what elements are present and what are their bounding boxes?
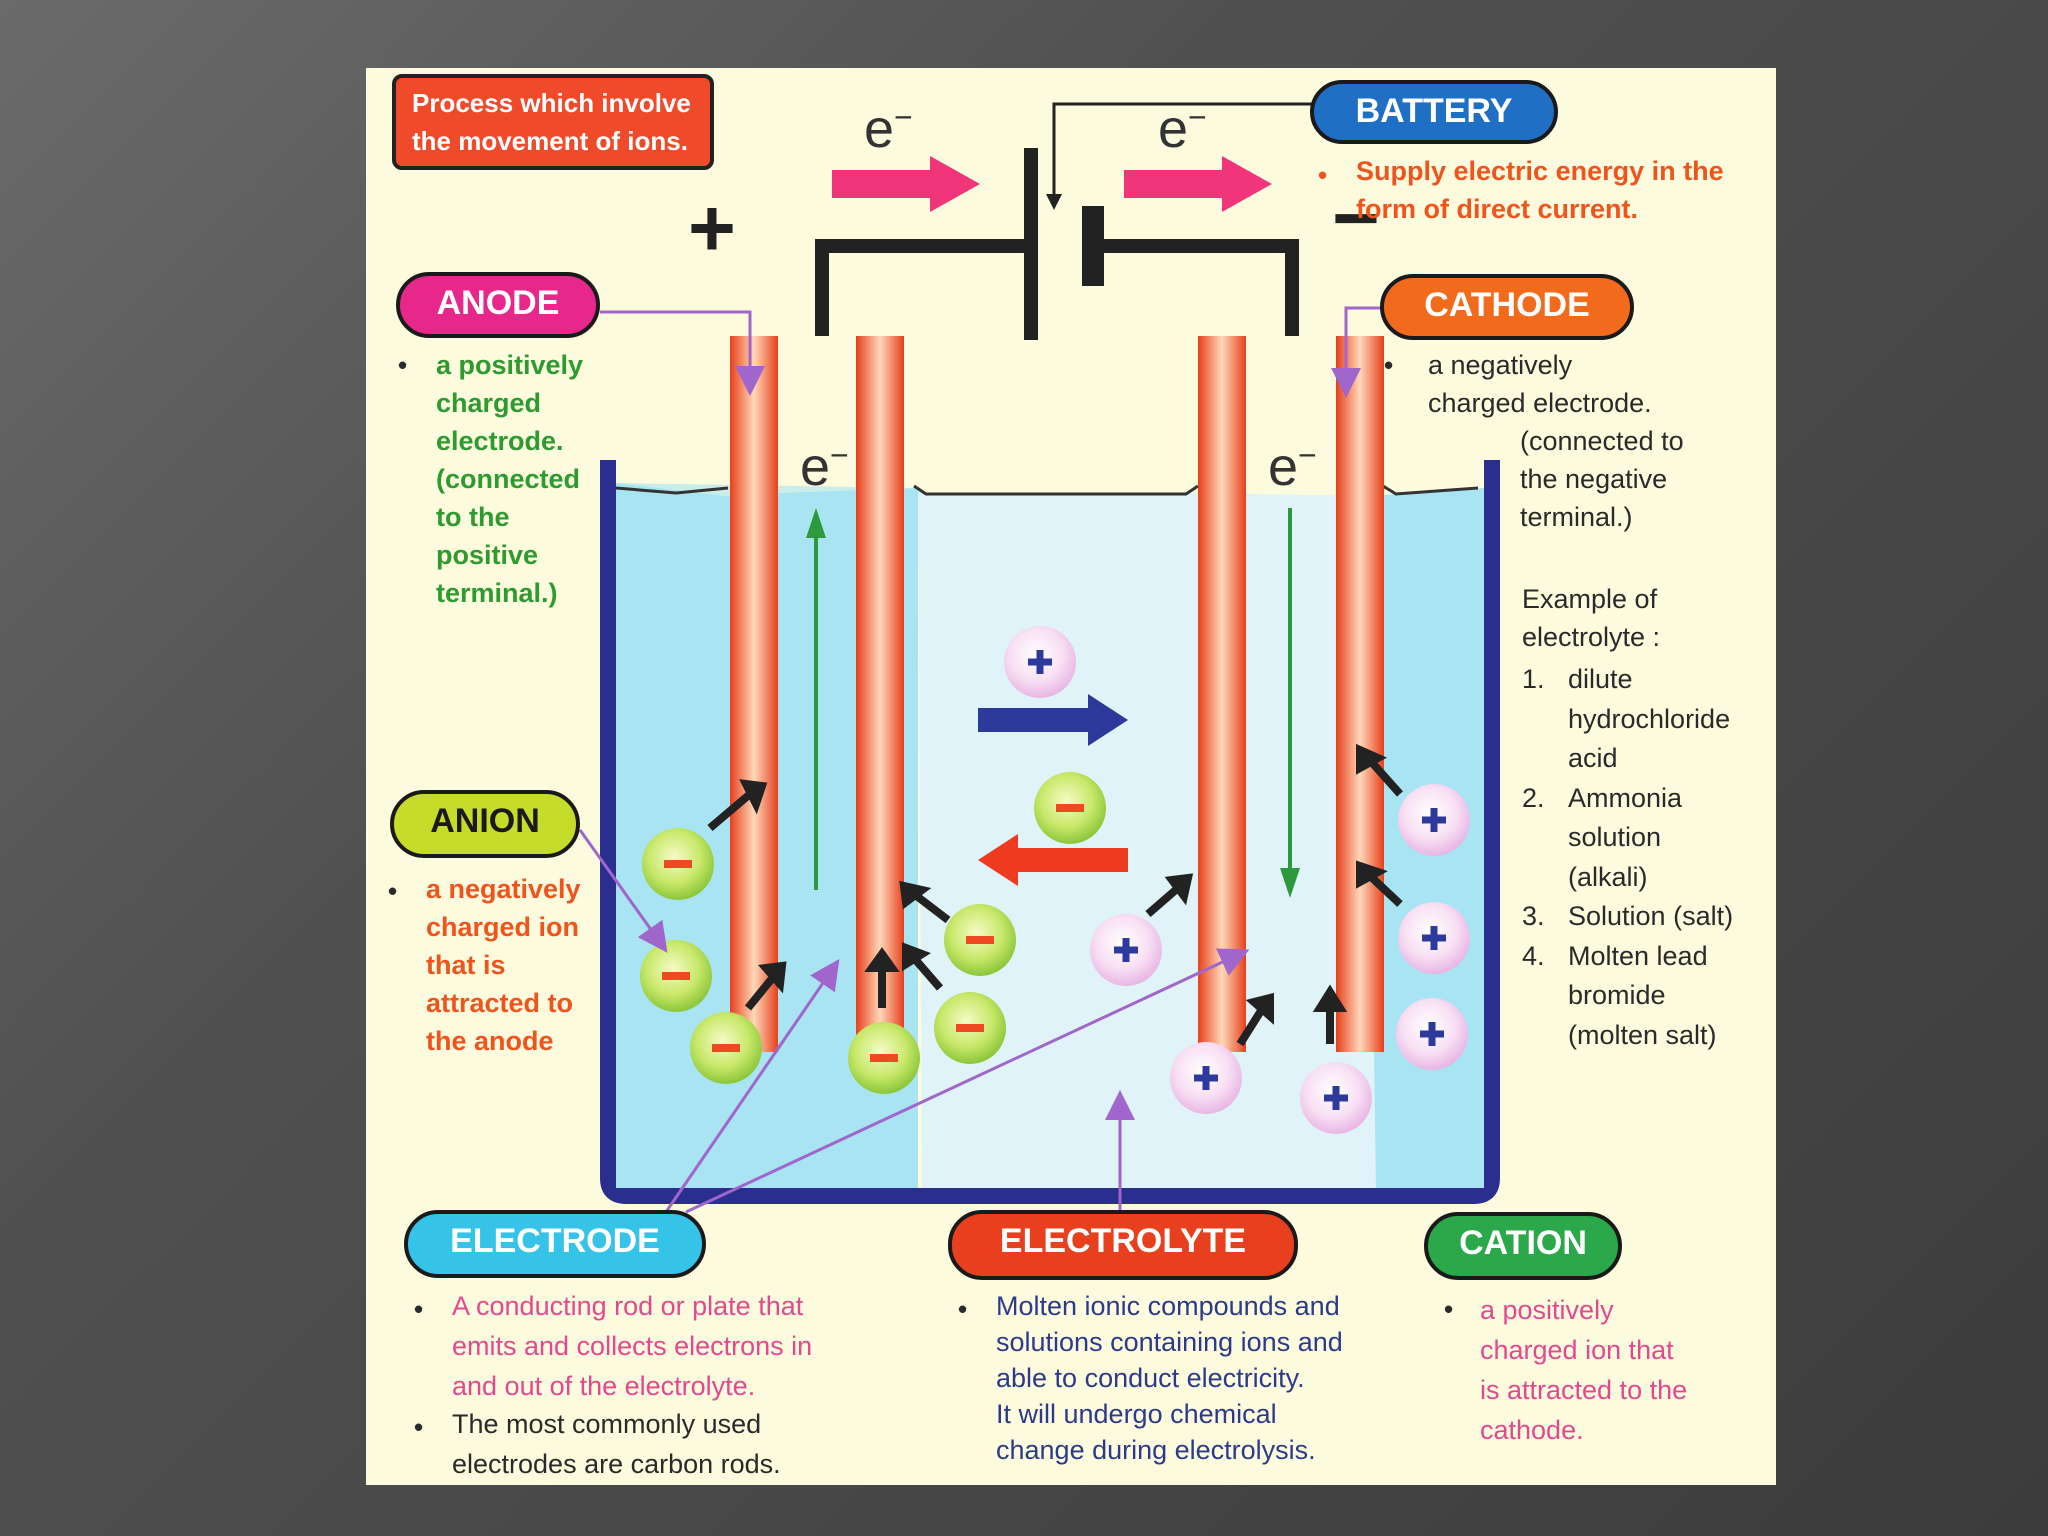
cation-particles	[1004, 626, 1470, 1134]
attraction-arrows	[707, 743, 1403, 1047]
pointer-lines	[578, 306, 1382, 1220]
anode-rod-right	[856, 336, 904, 1052]
electrode-title: ELECTRODE	[404, 1210, 706, 1278]
anion-particles	[640, 772, 1106, 1094]
cathode-rod-left	[1198, 336, 1246, 1052]
diagram-panel: Process which involve the movement of io…	[366, 68, 1776, 1485]
cathode-wire	[1090, 239, 1299, 336]
positive-terminal-sign: +	[688, 183, 736, 274]
anion-movement-arrow	[978, 834, 1128, 886]
battery-long-plate	[1024, 148, 1038, 340]
anode-rod-left	[730, 336, 778, 1052]
electron-label-cathode: e−	[1268, 437, 1317, 497]
electron-label-top-right: e−	[1158, 99, 1207, 159]
battery-description: Supply electric energy in the form of di…	[1356, 156, 1724, 224]
electrolysis-cell-diagram	[578, 102, 1500, 1220]
beaker	[600, 460, 1500, 1204]
anode-wire	[815, 239, 1028, 336]
cathode-title: CATHODE	[1380, 274, 1634, 340]
cation-movement-arrow	[978, 694, 1128, 746]
electrolyte-title: ELECTROLYTE	[948, 1210, 1298, 1280]
anion-title: ANION	[390, 790, 580, 858]
battery-title: BATTERY	[1310, 80, 1558, 144]
electron-label-anode: e−	[800, 437, 849, 497]
electron-flow-arrow-right	[1124, 156, 1272, 212]
battery-short-plate	[1082, 206, 1104, 286]
cathode-rod-right	[1336, 336, 1384, 1052]
anode-title: ANODE	[396, 272, 600, 338]
cation-title: CATION	[1424, 1212, 1622, 1280]
negative-terminal-sign: −	[1332, 173, 1380, 264]
process-label: Process which involve the movement of io…	[392, 74, 714, 170]
electron-label-top-left: e−	[864, 99, 913, 159]
electron-flow-arrow-left	[832, 156, 980, 212]
